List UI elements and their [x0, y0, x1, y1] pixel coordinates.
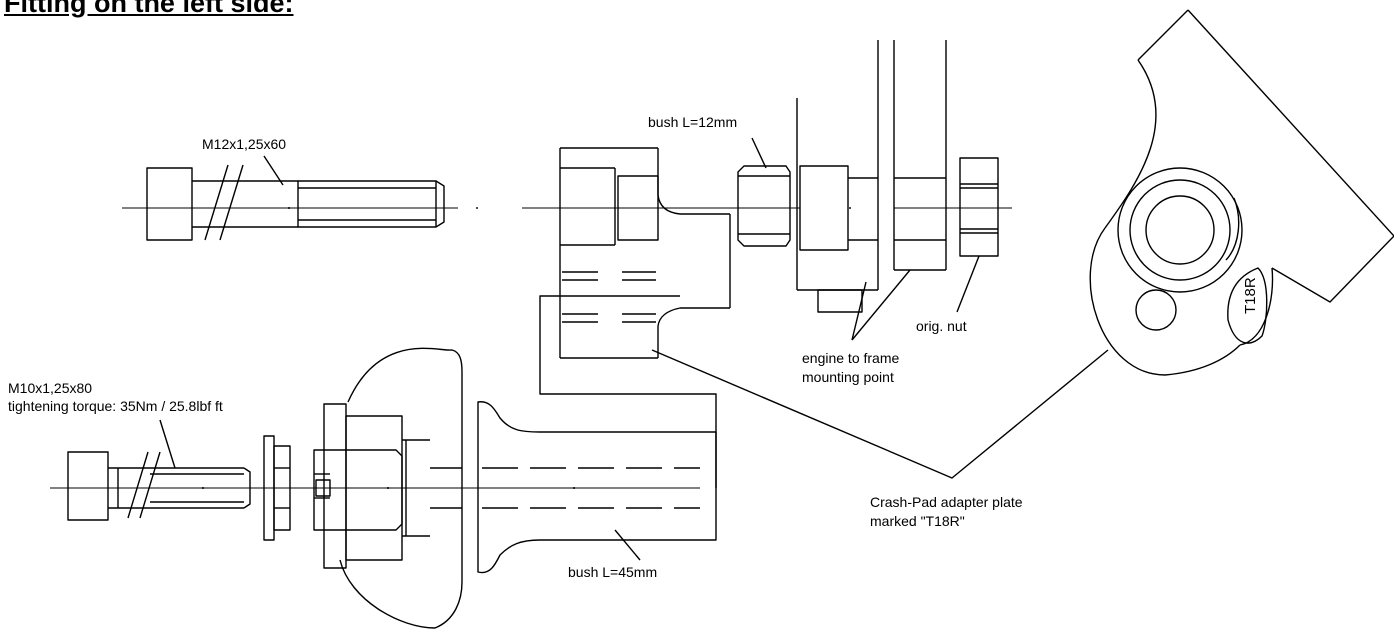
label-adapter-plate-line1: Crash-Pad adapter plate [870, 494, 1023, 510]
label-bush-12mm: bush L=12mm [648, 114, 738, 130]
orig-nut-leader [956, 255, 980, 313]
bush-12mm-leader [751, 137, 767, 169]
label-torque: tightening torque: 35Nm / 25.8lbf ft [8, 398, 223, 414]
bush-45mm [462, 401, 717, 574]
engine-mounting-bracket [796, 40, 1012, 313]
washer [263, 435, 291, 541]
label-orig-nut: orig. nut [916, 318, 967, 334]
m12-bolt [122, 164, 458, 241]
crash-pad [313, 347, 463, 629]
m10-bolt-leader [159, 419, 176, 469]
crash-pad-adapter-plate [1089, 9, 1394, 376]
page-title: Fitting on the left side: [4, 0, 294, 18]
label-bush-45mm: bush L=45mm [568, 564, 658, 580]
label-engine-mount-line2: mounting point [802, 369, 894, 385]
original-nut [959, 157, 999, 257]
adapter-plate-leaders [651, 349, 1109, 479]
adapter-side-view [522, 147, 731, 359]
m10-bolt [50, 451, 470, 521]
bush-12mm [706, 165, 800, 247]
engine-mount-leader-b [851, 269, 911, 341]
label-adapter-plate-line2: marked "T18R" [870, 513, 965, 529]
label-m10-bolt: M10x1,25x80 [8, 380, 93, 396]
adapter-connector-line [539, 295, 717, 488]
center-marks [202, 207, 851, 489]
plate-marking-text: T18R [1242, 277, 1259, 314]
m12-bolt-leader [263, 155, 284, 186]
label-m12-bolt: M12x1,25x60 [202, 136, 287, 152]
engine-mount-leader-a [851, 281, 867, 341]
bush-45mm-leader [614, 529, 641, 561]
label-engine-mount-line1: engine to frame [802, 350, 900, 366]
